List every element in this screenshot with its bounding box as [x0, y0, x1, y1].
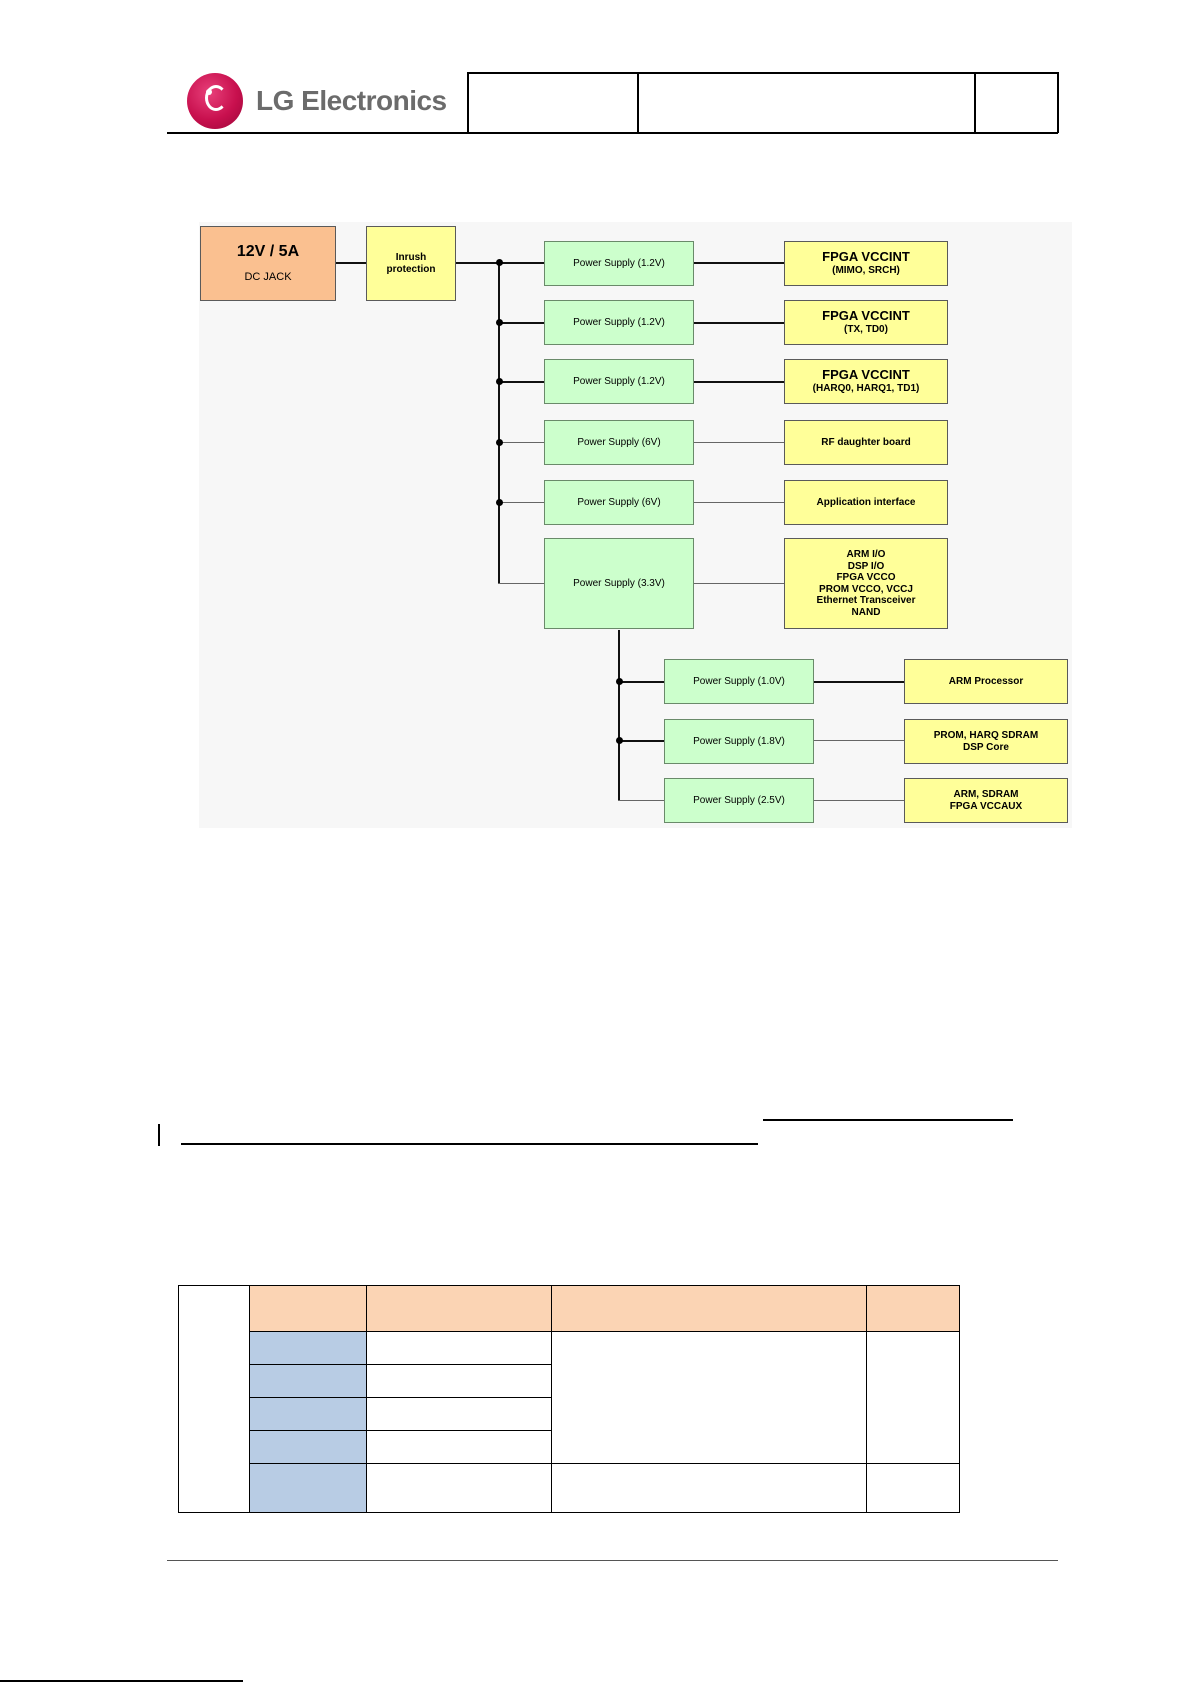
underline-lower: [181, 1143, 758, 1145]
lg-logo-icon: [187, 73, 243, 129]
load-title: RF daughter board: [821, 436, 911, 448]
underline-upper: [763, 1119, 1013, 1121]
load-title: FPGA VCCINT: [822, 367, 910, 383]
load-box: PROM, HARQ SDRAM DSP Core: [904, 719, 1068, 764]
table-cell: [366, 1397, 552, 1431]
power-supply-label: Power Supply (1.2V): [573, 375, 665, 387]
table-label-cell: [249, 1430, 367, 1464]
load-line: PROM, HARQ SDRAM: [933, 730, 1039, 741]
load-box: Application interface: [784, 480, 948, 525]
change-bar: [158, 1124, 160, 1146]
table-label-cell: [249, 1397, 367, 1431]
inrush-protection-label: Inrush protection: [386, 252, 436, 275]
company-name: LG Electronics: [256, 85, 447, 116]
power-supply-label: Power Supply (1.8V): [693, 735, 785, 747]
load-line: ARM I/O: [846, 549, 886, 560]
dc-jack-voltage: 12V / 5A: [236, 242, 300, 260]
table-header-cell: [551, 1285, 867, 1332]
load-box: ARM Processor: [904, 659, 1068, 704]
load-title: FPGA VCCINT: [822, 249, 910, 265]
table-header-cell: [866, 1285, 960, 1332]
power-supply-box: Power Supply (1.2V): [544, 241, 694, 286]
load-box: ARM, SDRAM FPGA VCCAUX: [904, 778, 1068, 823]
table-cell: [551, 1463, 867, 1513]
table-cell: [866, 1331, 960, 1464]
power-supply-label: Power Supply (3.3V): [573, 577, 665, 589]
load-line: DSP I/O: [847, 560, 885, 572]
table-label-cell: [249, 1364, 367, 1398]
load-box: FPGA VCCINT (HARQ0, HARQ1, TD1): [784, 359, 948, 404]
load-line: DSP Core: [963, 741, 1009, 753]
table-header-cell: [249, 1285, 367, 1332]
load-line: Ethernet Transceiver: [816, 595, 916, 606]
power-supply-label: Power Supply (6V): [577, 496, 661, 508]
load-title: Application interface: [816, 496, 916, 508]
footer-rule: [167, 1560, 1058, 1561]
table-label-cell: [249, 1463, 367, 1513]
load-subtitle: (HARQ0, HARQ1, TD1): [812, 383, 920, 395]
power-supply-box: Power Supply (1.2V): [544, 300, 694, 345]
load-line: FPGA VCCAUX: [949, 800, 1023, 812]
table-cell: [866, 1463, 960, 1513]
table-header-cell: [366, 1285, 552, 1332]
power-supply-label: Power Supply (1.2V): [573, 316, 665, 328]
load-line: ARM Processor: [948, 675, 1024, 687]
load-line: NAND: [851, 606, 881, 618]
load-box: FPGA VCCINT (TX, TD0): [784, 300, 948, 345]
power-supply-box: Power Supply (6V): [544, 480, 694, 525]
power-supply-box: Power Supply (1.0V): [664, 659, 814, 704]
inrush-protection-box: Inrush protection: [366, 226, 456, 301]
load-line: FPGA VCCO: [836, 572, 896, 583]
power-supply-label: Power Supply (2.5V): [693, 794, 785, 806]
dc-jack-box: 12V / 5A DC JACK: [200, 226, 336, 301]
footnote-rule: [0, 1680, 243, 1682]
load-box: ARM I/O DSP I/O FPGA VCCO PROM VCCO, VCC…: [784, 538, 948, 629]
power-supply-box: Power Supply (1.8V): [664, 719, 814, 764]
table-cell: [551, 1331, 867, 1464]
load-title: FPGA VCCINT: [822, 308, 910, 324]
power-supply-box: Power Supply (1.2V): [544, 359, 694, 404]
power-supply-label: Power Supply (6V): [577, 436, 661, 448]
header-cell-1: [470, 80, 635, 125]
load-line: PROM VCCO, VCCJ: [819, 583, 913, 595]
power-supply-label: Power Supply (1.2V): [573, 257, 665, 269]
data-table: [178, 1285, 960, 1513]
dc-jack-label: DC JACK: [244, 271, 292, 284]
table-cell: [366, 1331, 552, 1365]
load-line: ARM, SDRAM: [953, 789, 1019, 800]
power-supply-box: Power Supply (6V): [544, 420, 694, 465]
header-cell-2: [640, 80, 972, 125]
load-box: RF daughter board: [784, 420, 948, 465]
table-side-cell: [178, 1285, 250, 1513]
table-cell: [366, 1430, 552, 1464]
load-box: FPGA VCCINT (MIMO, SRCH): [784, 241, 948, 286]
table-cell: [366, 1364, 552, 1398]
power-supply-label: Power Supply (1.0V): [693, 675, 785, 687]
table-cell: [366, 1463, 552, 1513]
power-supply-box: Power Supply (2.5V): [664, 778, 814, 823]
header-cell-3: [977, 80, 1055, 125]
power-supply-box: Power Supply (3.3V): [544, 538, 694, 629]
load-subtitle: (TX, TD0): [844, 324, 888, 336]
table-label-cell: [249, 1331, 367, 1365]
load-subtitle: (MIMO, SRCH): [832, 265, 900, 277]
